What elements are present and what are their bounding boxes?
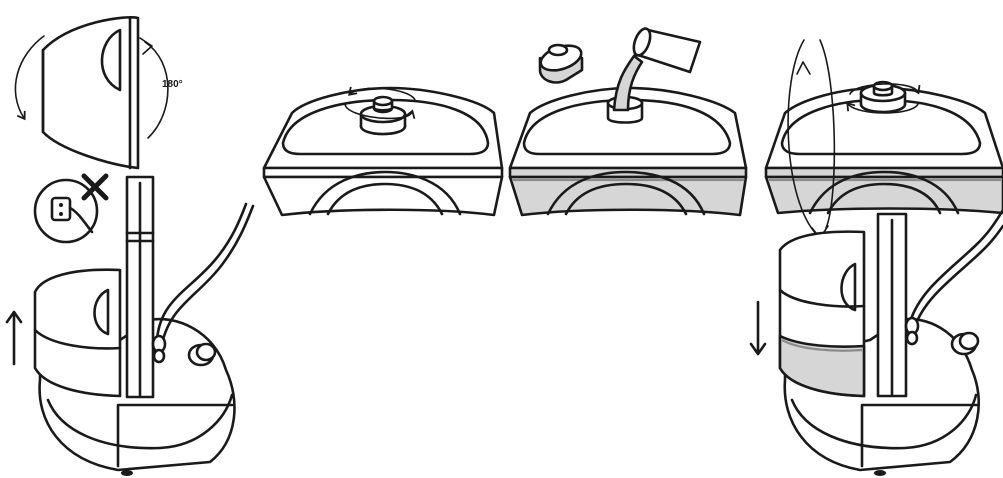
water-tank-right <box>780 232 864 396</box>
water-tank-left <box>35 270 120 396</box>
control-knob-right <box>952 333 978 354</box>
step-rotate-tank: 180° <box>15 17 182 168</box>
cap-removed-icon <box>538 41 585 82</box>
rotate-arrow-left <box>15 36 44 118</box>
mist-tube-right <box>878 214 906 396</box>
control-knob-left <box>189 344 215 365</box>
tank-open-cap <box>264 88 502 215</box>
mist-tube-left <box>127 177 153 397</box>
flip-arrow-head-top <box>797 62 810 74</box>
tank-filling <box>510 26 746 215</box>
plug-crossed-icon <box>35 176 106 242</box>
arrow-down-icon <box>751 302 765 354</box>
arrow-up-icon <box>7 312 21 364</box>
tank-filled-closed <box>766 40 1003 238</box>
rotate-arrow-right <box>145 42 168 138</box>
rotation-angle-label: 180° <box>162 79 183 90</box>
